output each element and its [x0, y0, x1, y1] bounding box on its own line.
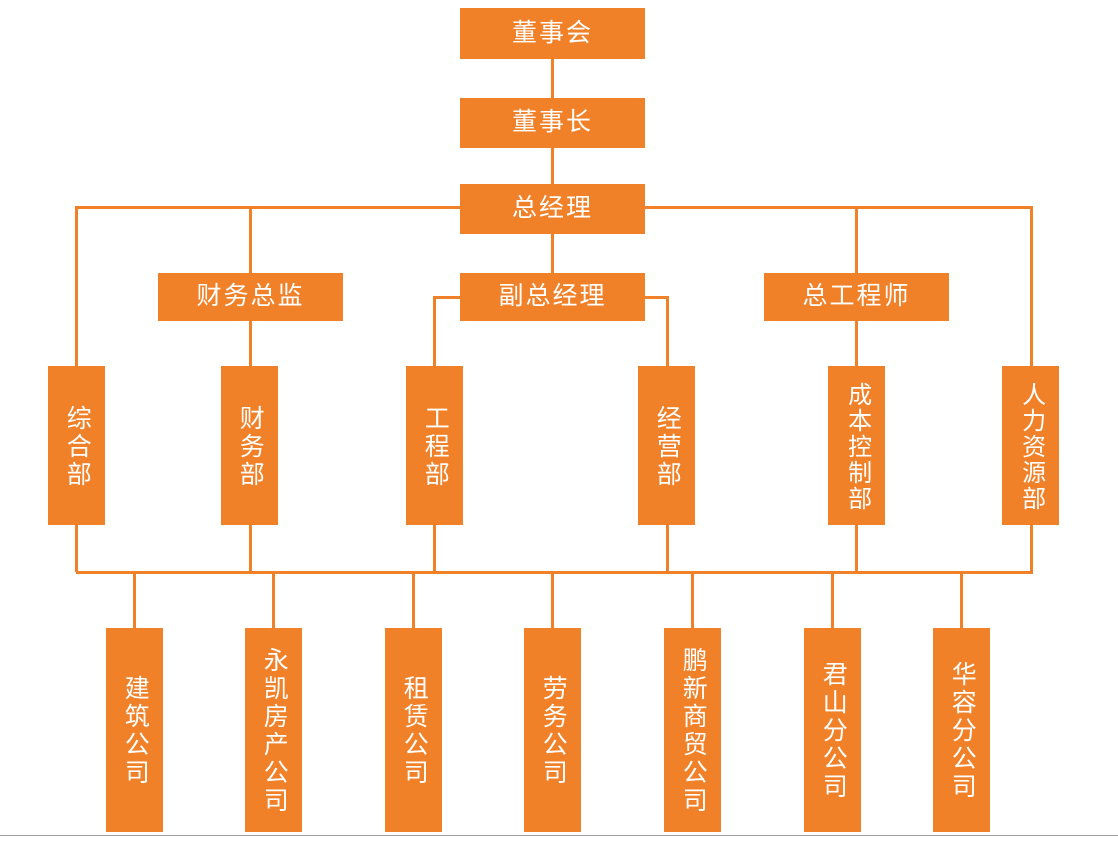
connector-cost-control-to-lower-bus	[855, 524, 858, 572]
connector-deputy-gm-to-operations	[666, 296, 669, 368]
node-general-manager[interactable]: 总经理	[460, 184, 645, 234]
connector-bus-to-general-affairs	[75, 206, 78, 368]
node-subsidiary-leasing[interactable]: 租赁公司	[385, 628, 442, 832]
node-chairman[interactable]: 董事长	[460, 98, 645, 148]
connector-operations-to-lower-bus	[666, 524, 669, 572]
node-subsidiary-labor-services[interactable]: 劳务公司	[524, 628, 581, 832]
connector-deputy-gm-left-arm	[434, 296, 466, 299]
node-dept-general-affairs[interactable]: 综合部	[48, 366, 105, 525]
node-dept-cost-control[interactable]: 成本控制部	[828, 366, 885, 525]
connector-lower-bus-to-realestate	[272, 571, 275, 629]
node-dept-human-resources[interactable]: 人力资源部	[1002, 366, 1059, 525]
connector-bus-to-finance-director	[249, 206, 252, 274]
node-dept-operations[interactable]: 经营部	[638, 366, 695, 525]
node-subsidiary-yongkai-real-estate[interactable]: 永凯房产公司	[245, 628, 302, 832]
node-dept-finance[interactable]: 财务部	[221, 366, 278, 525]
connector-engineering-to-lower-bus	[433, 524, 436, 572]
connector-deputy-gm-to-engineering	[433, 296, 436, 368]
node-finance-director[interactable]: 财务总监	[158, 273, 343, 321]
node-dept-engineering[interactable]: 工程部	[406, 366, 463, 525]
connector-board-to-chairman	[551, 59, 554, 99]
connector-finance-director-to-finance-dept	[249, 320, 252, 368]
connector-general-affairs-to-lower-bus	[75, 524, 78, 572]
node-subsidiary-pengxin-trading[interactable]: 鹏新商贸公司	[664, 628, 721, 832]
connector-bus-to-deputy-gm	[551, 206, 554, 274]
connector-lower-bus	[76, 571, 1033, 574]
connector-bus-to-chief-engineer	[855, 206, 858, 274]
connector-finance-dept-to-lower-bus	[249, 524, 252, 572]
node-subsidiary-huarong-branch[interactable]: 华容分公司	[933, 628, 990, 832]
connector-lower-bus-to-junshan	[831, 571, 834, 629]
footer-divider	[0, 835, 1118, 836]
connector-lower-bus-to-huarong	[960, 571, 963, 629]
node-chief-engineer[interactable]: 总工程师	[764, 273, 949, 321]
connector-chief-engineer-to-cost-control	[855, 320, 858, 368]
node-subsidiary-junshan-branch[interactable]: 君山分公司	[804, 628, 861, 832]
connector-lower-bus-to-construction	[133, 571, 136, 629]
connector-chairman-to-gm	[551, 148, 554, 185]
connector-lower-bus-to-labor	[551, 571, 554, 629]
connector-bus-to-hr	[1030, 206, 1033, 368]
node-board-of-directors[interactable]: 董事会	[460, 8, 645, 59]
connector-lower-bus-to-leasing	[412, 571, 415, 629]
connector-deputy-gm-right-arm	[638, 296, 669, 299]
node-deputy-general-manager[interactable]: 副总经理	[460, 273, 645, 321]
connector-hr-to-lower-bus	[1030, 524, 1033, 572]
connector-lower-bus-to-trading	[691, 571, 694, 629]
node-subsidiary-construction[interactable]: 建筑公司	[106, 628, 163, 832]
